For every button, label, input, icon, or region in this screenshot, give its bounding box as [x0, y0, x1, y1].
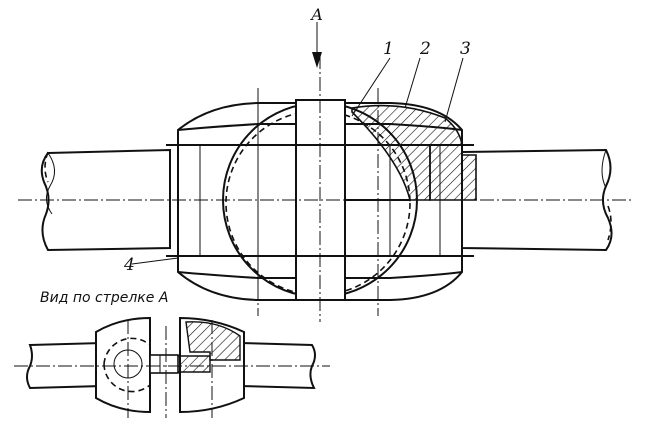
left-shaft — [40, 148, 171, 252]
secondary-view — [14, 316, 330, 418]
part-label-3: 3 — [460, 39, 471, 59]
section-hatch-hub — [429, 144, 477, 201]
section-hatch-fork — [351, 104, 463, 201]
view-arrow-label: А — [310, 5, 323, 24]
part-label-1: 1 — [383, 39, 394, 59]
main-view — [18, 22, 634, 322]
part-label-4: 4 — [123, 255, 135, 275]
left-fork — [177, 102, 297, 301]
view-caption: Вид по стрелке А — [40, 290, 168, 306]
part-label-2: 2 — [419, 39, 431, 59]
